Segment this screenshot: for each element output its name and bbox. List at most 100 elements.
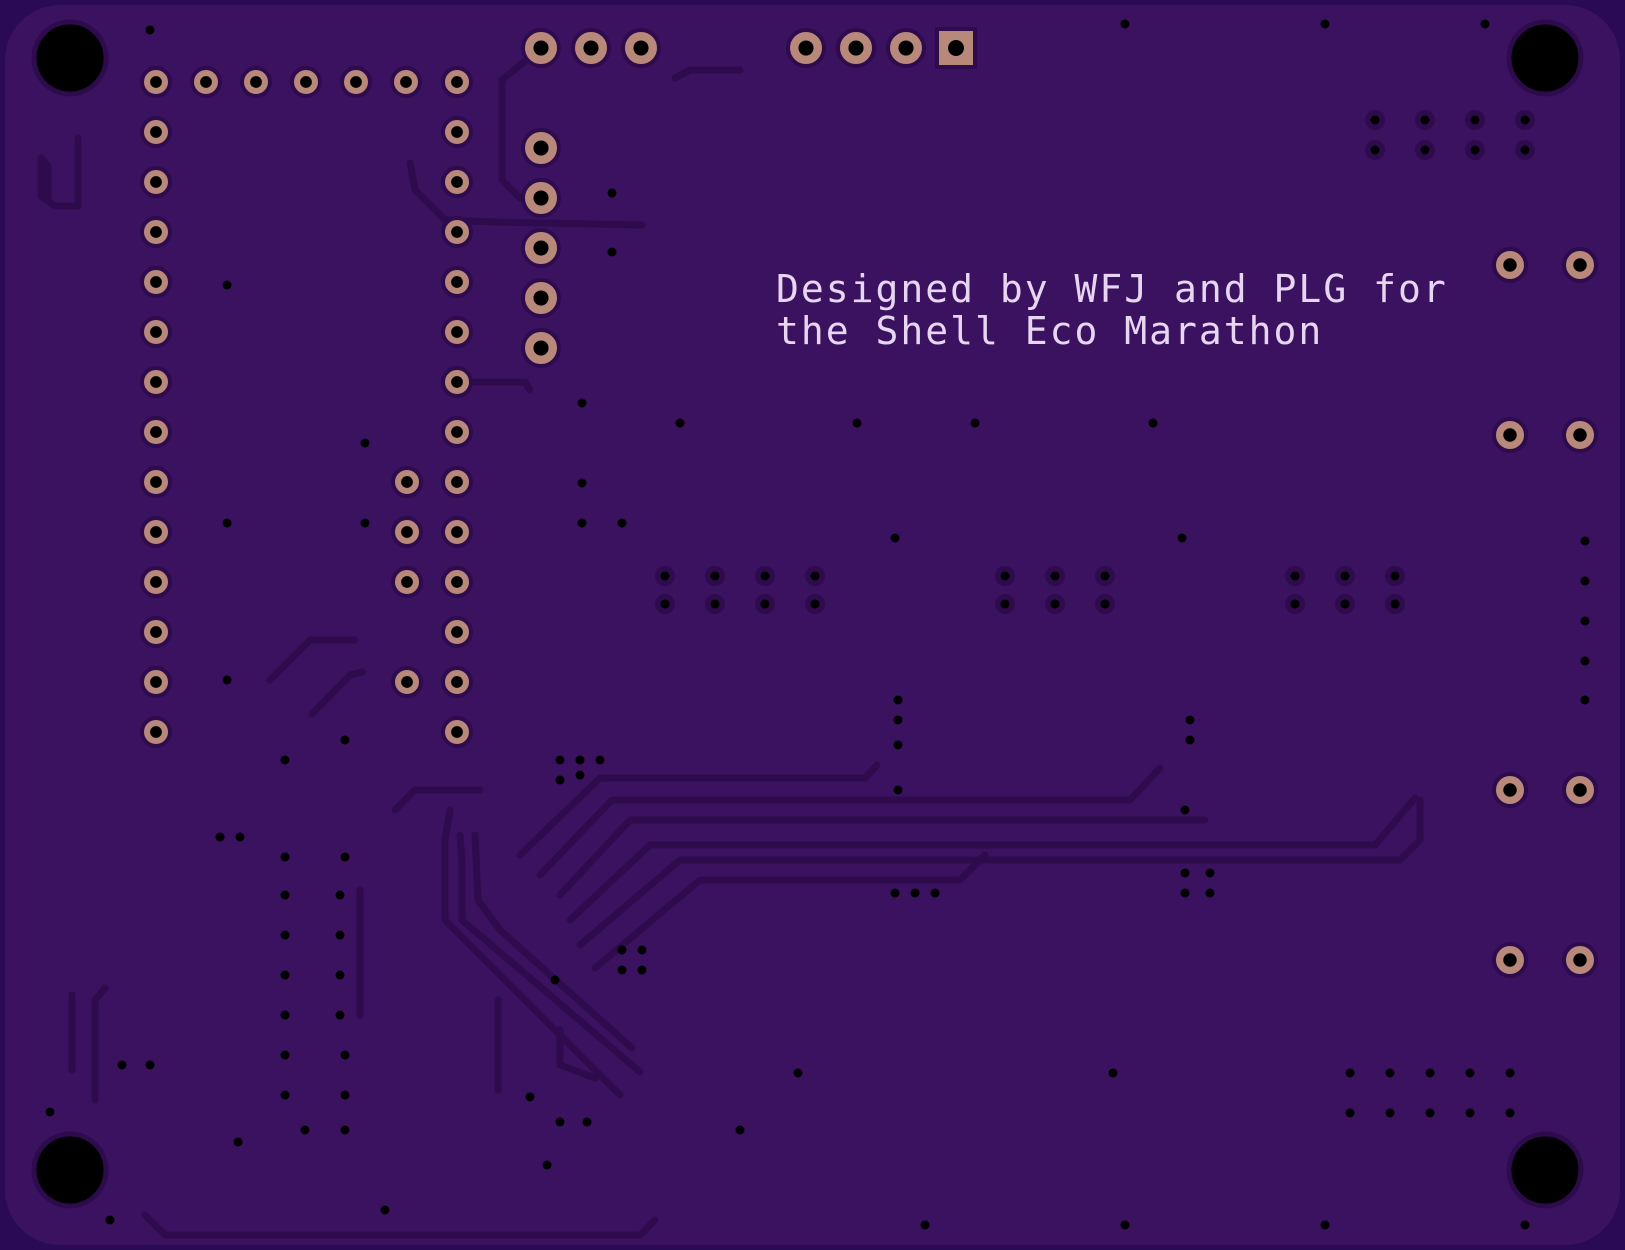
via — [1000, 599, 1010, 609]
via — [335, 1010, 345, 1020]
via — [710, 571, 720, 581]
via — [1465, 1068, 1475, 1078]
via — [575, 770, 585, 780]
via — [607, 247, 617, 257]
pad-drill-hole — [1503, 258, 1517, 272]
via — [1185, 715, 1195, 725]
via — [617, 518, 627, 528]
via — [340, 735, 350, 745]
via — [280, 1050, 290, 1060]
via — [1345, 1068, 1355, 1078]
pad-drill-hole — [451, 126, 463, 138]
via — [1120, 19, 1130, 29]
via — [340, 852, 350, 862]
via — [1470, 145, 1480, 155]
trace — [308, 668, 366, 718]
via — [1580, 536, 1590, 546]
via — [1390, 599, 1400, 609]
via — [760, 599, 770, 609]
vias — [45, 19, 1590, 1230]
via — [760, 571, 770, 581]
via — [555, 775, 565, 785]
pad-drill-hole — [150, 526, 162, 538]
via — [1420, 115, 1430, 125]
trace — [498, 76, 524, 202]
via — [890, 533, 900, 543]
via — [893, 785, 903, 795]
via — [1505, 1068, 1515, 1078]
trace — [391, 786, 484, 814]
pad-drill-hole — [150, 226, 162, 238]
pad-drill-hole — [150, 726, 162, 738]
via — [930, 888, 940, 898]
pad-drill-hole — [1573, 258, 1587, 272]
via — [1520, 145, 1530, 155]
via — [577, 518, 587, 528]
via — [222, 675, 232, 685]
pad-drill-hole — [1503, 428, 1517, 442]
pad-drill-hole — [451, 576, 463, 588]
via — [607, 188, 617, 198]
trace — [591, 851, 989, 972]
pad-drill-hole — [451, 676, 463, 688]
via — [542, 1160, 552, 1170]
pad-drill-hole — [533, 240, 549, 256]
via — [1470, 115, 1480, 125]
via — [1345, 1108, 1355, 1118]
trace — [141, 1211, 659, 1239]
via — [1385, 1068, 1395, 1078]
pad-drill-hole — [533, 40, 549, 56]
trace — [456, 831, 644, 1076]
pad-drill-hole — [451, 176, 463, 188]
via — [335, 970, 345, 980]
via — [1205, 868, 1215, 878]
pad-drill-hole — [451, 526, 463, 538]
via — [1390, 571, 1400, 581]
via — [1290, 599, 1300, 609]
pad-drill-hole — [401, 576, 413, 588]
via — [852, 418, 862, 428]
mounting-hole-top-right — [1506, 19, 1584, 97]
via — [1340, 599, 1350, 609]
via — [577, 478, 587, 488]
pad-drill-hole — [1573, 428, 1587, 442]
via — [340, 1050, 350, 1060]
via — [1370, 145, 1380, 155]
via — [1520, 115, 1530, 125]
via — [1290, 571, 1300, 581]
trace — [556, 816, 1209, 899]
trace — [516, 761, 881, 859]
pad-drill-hole — [401, 676, 413, 688]
via — [1520, 1220, 1530, 1230]
pad-drill-hole — [948, 40, 964, 56]
via — [1108, 1068, 1118, 1078]
via — [145, 25, 155, 35]
via — [550, 975, 560, 985]
via — [1180, 888, 1190, 898]
via — [105, 1215, 115, 1225]
via — [810, 599, 820, 609]
via — [1580, 656, 1590, 666]
pad-drill-hole — [1573, 783, 1587, 797]
pad-drill-hole — [150, 626, 162, 638]
via — [1480, 19, 1490, 29]
pad-drill-hole — [451, 476, 463, 488]
via — [222, 280, 232, 290]
pad-drill-hole — [401, 476, 413, 488]
pad-drill-hole — [451, 326, 463, 338]
via — [910, 888, 920, 898]
pad-drill-hole — [401, 526, 413, 538]
pad-drill-hole — [200, 76, 212, 88]
pad-drill-hole — [633, 40, 649, 56]
via — [555, 1117, 565, 1127]
via — [380, 1205, 390, 1215]
pad-drill-hole — [150, 576, 162, 588]
via — [1100, 571, 1110, 581]
pad-drill-hole — [400, 76, 412, 88]
mounting-holes — [31, 19, 1584, 1209]
pad-drill-hole — [150, 376, 162, 388]
via — [280, 852, 290, 862]
via — [617, 945, 627, 955]
via — [1420, 145, 1430, 155]
